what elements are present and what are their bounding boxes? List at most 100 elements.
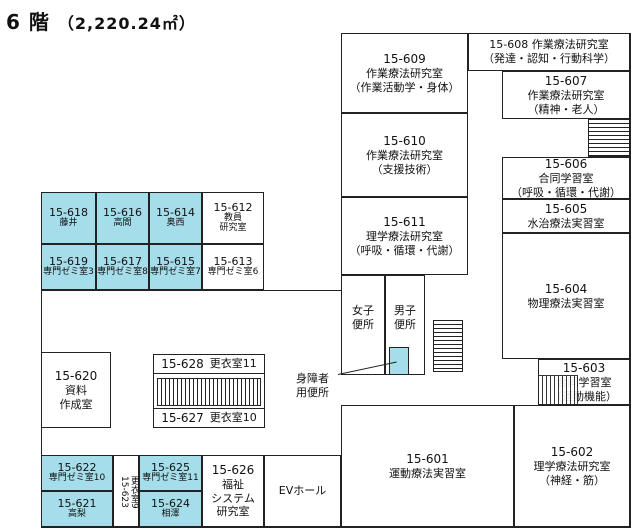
room-number: 15-610 — [383, 133, 426, 148]
room-number: 15-623 — [119, 476, 130, 508]
room-number: 15-615 — [156, 255, 195, 268]
room-name: 奥西 — [166, 218, 185, 229]
ev-hall[interactable]: EVホール — [264, 455, 341, 527]
room-number: 15-608 作業療法研究室 — [489, 38, 609, 52]
room-15-627[interactable]: 15-627 更衣室10 — [153, 408, 265, 428]
room-number: 15-612 — [213, 201, 253, 215]
room-number: 15-617 — [103, 255, 142, 268]
room-name: 専門ゼミ室7 — [150, 267, 201, 278]
room-15-624[interactable]: 15-624 相澤 — [139, 491, 202, 527]
room-number: 15-624 — [151, 497, 190, 510]
room-number: 15-607 — [544, 73, 588, 88]
room-name: 更衣室9 — [129, 475, 139, 509]
room-name: 専門ゼミ室8 — [97, 267, 148, 278]
room-15-612[interactable]: 15-612 教員 研究室 — [202, 192, 264, 244]
room-number: 15-627 — [161, 410, 204, 425]
room-15-611[interactable]: 15-611 理学療法研究室 （呼吸・循環・代謝） — [341, 197, 468, 275]
room-sub2: 研究室 — [216, 505, 250, 519]
room-15-607[interactable]: 15-607 作業療法研究室 （精神・老人） — [502, 71, 630, 119]
room-name: 運動療法実習室 — [389, 466, 466, 480]
ev-hall-label: EVホール — [278, 484, 327, 498]
room-15-602[interactable]: 15-602 理学療法研究室 （神経・筋） — [514, 405, 630, 527]
room-15-626[interactable]: 15-626 福祉 システム 研究室 — [202, 455, 264, 527]
room-name: 更衣室10 — [209, 411, 257, 425]
room-number: 15-601 — [406, 451, 449, 466]
room-15-620[interactable]: 15-620 資料 作成室 — [41, 352, 111, 428]
accessible-restroom-booth[interactable] — [389, 347, 409, 375]
room-sub: （精神・老人） — [527, 102, 605, 116]
room-15-601[interactable]: 15-601 運動療法実習室 — [341, 405, 514, 527]
room-sub: 研究室 — [219, 223, 247, 234]
room-15-615[interactable]: 15-615 専門ゼミ室7 — [149, 244, 202, 290]
room-number: 15-611 — [383, 214, 426, 229]
room-number: 15-605 — [544, 201, 588, 216]
room-sub: （呼吸・循環・代謝） — [349, 243, 460, 257]
room-15-608[interactable]: 15-608 作業療法研究室 （発達・認知・行動科学） — [468, 33, 630, 71]
room-15-618[interactable]: 15-618 藤井 — [41, 192, 96, 244]
room-sub: 作成室 — [59, 397, 93, 411]
room-15-622[interactable]: 15-622 専門ゼミ室10 — [41, 455, 113, 491]
womens-restroom[interactable]: 女子 便所 — [341, 275, 385, 375]
room-15-623[interactable]: 更衣室9 15-623 — [113, 455, 139, 527]
room-15-606[interactable]: 15-606 合同学習室 （呼吸・循環・代謝） — [502, 157, 630, 199]
room-name: 福祉 — [222, 477, 244, 491]
room-name: 専門ゼミ室10 — [48, 473, 106, 484]
room-15-609[interactable]: 15-609 作業療法研究室 （作業活動学・身体） — [341, 33, 468, 113]
room-number: 15-614 — [156, 206, 195, 219]
floor-title: 6 階（2,220.24㎡） — [6, 6, 196, 35]
room-name: 作業療法研究室 — [366, 148, 443, 162]
accessible-restroom-label: 身障者 用便所 — [296, 372, 329, 399]
floor-area: （2,220.24㎡） — [57, 14, 196, 33]
room-number: 15-602 — [550, 444, 594, 459]
outline-bottom — [41, 527, 631, 528]
room-15-605[interactable]: 15-605 水治療法実習室 — [502, 199, 630, 233]
room-name: 相澤 — [161, 509, 180, 520]
room-number: 15-604 — [544, 281, 588, 296]
room-number: 15-606 — [544, 156, 588, 171]
room-15-621[interactable]: 15-621 高梨 — [41, 491, 113, 527]
staircase-southeast — [538, 375, 578, 405]
room-name: 資料 — [65, 383, 87, 397]
room-name: 専門ゼミ室11 — [142, 473, 199, 484]
room-sub: （神経・筋） — [539, 473, 605, 487]
room-sub: 便所 — [394, 317, 416, 331]
room-number: 15-603 — [562, 360, 606, 375]
room-number: 15-613 — [213, 255, 253, 268]
room-sub: （発達・認知・行動科学） — [483, 52, 615, 65]
room-number: 15-609 — [383, 51, 426, 66]
room-15-613[interactable]: 15-613 専門ゼミ室6 — [202, 244, 264, 290]
room-name: 教員 — [223, 213, 242, 224]
room-name: 男子 — [394, 304, 416, 317]
room-15-617[interactable]: 15-617 専門ゼミ室8 — [96, 244, 149, 290]
room-number: 15-622 — [57, 461, 97, 474]
room-name: 理学療法研究室 — [533, 459, 611, 473]
room-name: 高梨 — [67, 509, 86, 520]
room-number: 15-625 — [151, 461, 190, 474]
room-sub: 便所 — [352, 317, 374, 331]
room-15-610[interactable]: 15-610 作業療法研究室 （支援技術） — [341, 113, 468, 197]
room-name: 合同学習室 — [538, 171, 594, 185]
corridor-west — [41, 290, 341, 342]
room-number: 15-620 — [54, 368, 98, 383]
room-15-628[interactable]: 15-628 更衣室11 — [153, 354, 265, 374]
room-15-614[interactable]: 15-614 奥西 — [149, 192, 202, 244]
room-name: 作業療法研究室 — [366, 66, 443, 80]
room-15-604[interactable]: 15-604 物理療法実習室 — [502, 233, 630, 359]
room-name: 作業療法研究室 — [527, 88, 605, 102]
room-15-616[interactable]: 15-616 高間 — [96, 192, 149, 244]
room-sub: （作業活動学・身体） — [349, 80, 460, 94]
room-name: 専門ゼミ室6 — [207, 267, 259, 278]
room-name: 専門ゼミ室3 — [43, 267, 94, 278]
room-15-619[interactable]: 15-619 専門ゼミ室3 — [41, 244, 96, 290]
room-number: 15-621 — [57, 497, 97, 510]
room-number: 15-626 — [211, 462, 255, 477]
room-name: 女子 — [352, 304, 374, 317]
room-15-625[interactable]: 15-625 専門ゼミ室11 — [139, 455, 202, 491]
staircase-west — [157, 378, 261, 406]
room-name: 水治療法実習室 — [527, 216, 605, 230]
room-name: 物理療法実習室 — [527, 296, 605, 310]
room-name: 更衣室11 — [209, 357, 257, 371]
room-number: 15-628 — [161, 356, 204, 371]
room-sub: システム — [211, 491, 255, 505]
room-name: 高間 — [113, 218, 132, 229]
